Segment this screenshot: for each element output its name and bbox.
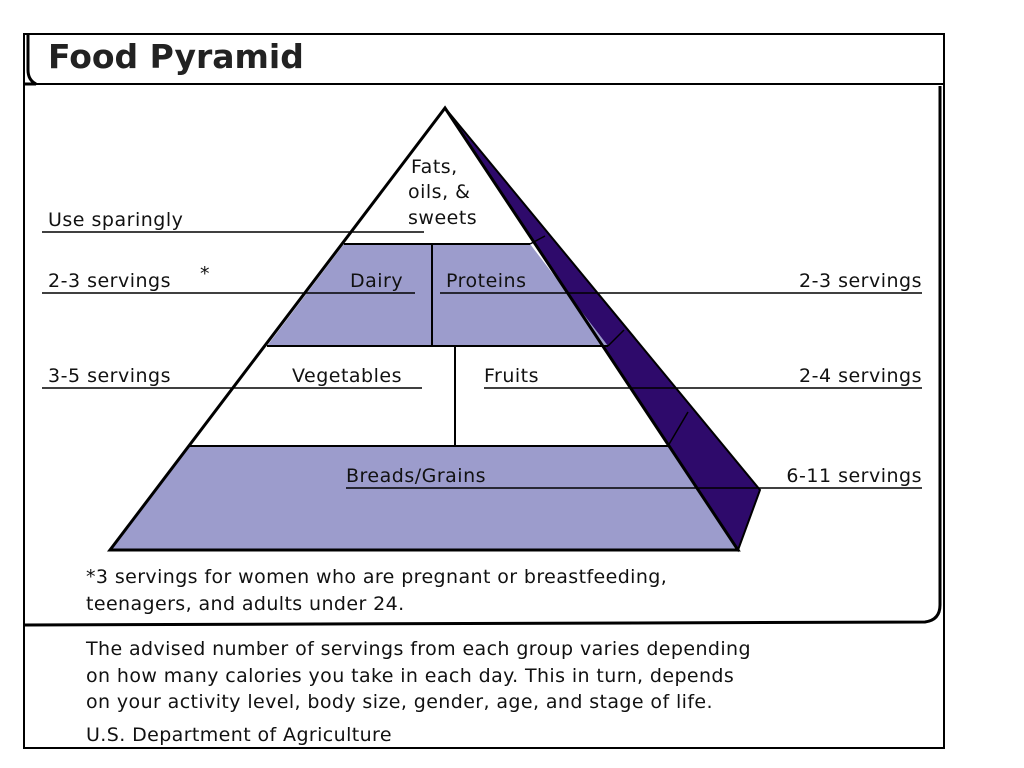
description-line-3: on your activity level, body size, gende… (86, 691, 713, 713)
vegetables-label: Vegetables (292, 365, 402, 387)
source-credit: U.S. Department of Agriculture (86, 724, 392, 746)
pyramid-outline (106, 105, 741, 552)
grains-servings: 6-11 servings (786, 465, 922, 487)
outer-frame (23, 33, 945, 749)
fruits-servings: 2-4 servings (799, 365, 922, 387)
page-title: Food Pyramid (48, 37, 304, 76)
description-line-2: on how many calories you take in each da… (86, 665, 734, 687)
grains-label: Breads/Grains (346, 465, 486, 487)
dairy-proteins-tier (267, 244, 608, 346)
footnote-line-2: teenagers, and adults under 24. (86, 593, 405, 615)
fats-label-line-1: Fats, (411, 156, 458, 178)
dairy-servings-footnote-mark: * (200, 263, 210, 285)
side-line-1 (529, 235, 546, 245)
fats-label-line-3: sweets (408, 207, 477, 229)
dairy-servings: 2-3 servings (48, 270, 171, 292)
grains-tier (110, 446, 738, 550)
vegetables-servings: 3-5 servings (48, 365, 171, 387)
dairy-label: Dairy (350, 270, 403, 292)
fruits-label: Fruits (484, 365, 539, 387)
side-line-3 (667, 411, 689, 447)
proteins-servings: 2-3 servings (799, 270, 922, 292)
description-line-1: The advised number of servings from each… (85, 638, 751, 660)
inner-panel-border (23, 86, 942, 627)
footnote-line-1: *3 servings for women who are pregnant o… (86, 566, 667, 588)
fats-servings: Use sparingly (48, 209, 183, 231)
fats-label-line-2: oils, & (408, 181, 470, 203)
side-line-2 (607, 329, 625, 347)
proteins-label: Proteins (446, 270, 527, 292)
title-corner (24, 34, 37, 86)
